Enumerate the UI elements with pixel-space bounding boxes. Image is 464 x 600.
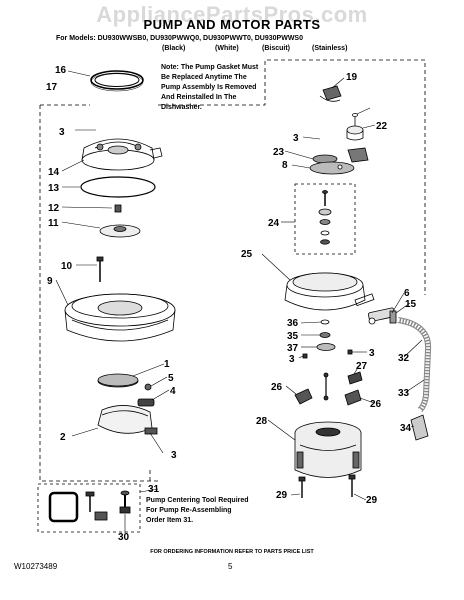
callout-3-right: 3 [293, 133, 299, 144]
part-37 [316, 343, 336, 351]
tool-parts [48, 490, 131, 523]
pump-gasket [90, 70, 144, 90]
callout-29-right: 29 [366, 495, 378, 506]
callout-14: 14 [48, 167, 60, 178]
motor-mount [284, 272, 375, 311]
item-24-box [294, 183, 356, 255]
model-list: For Models: DU930WWSB0, DU930PWWQ0, DU93… [56, 35, 303, 42]
part-5 [144, 383, 152, 391]
color-black: (Black) [162, 45, 186, 52]
callout-1: 1 [164, 359, 170, 370]
callout-5: 5 [168, 373, 174, 384]
color-white: (White) [215, 45, 239, 52]
callout-33: 33 [398, 388, 410, 399]
gasket-note: Note: The Pump Gasket Must Be Replaced A… [161, 64, 259, 111]
callout-35: 35 [287, 331, 299, 342]
callout-32: 32 [398, 353, 410, 364]
color-biscuit: (Biscuit) [262, 45, 290, 52]
callout-26-left: 26 [271, 382, 283, 393]
callout-36: 36 [287, 318, 299, 329]
callout-30: 30 [118, 532, 130, 543]
callout-15: 15 [405, 299, 417, 310]
brackets-26 [294, 371, 363, 406]
callout-25: 25 [241, 249, 253, 260]
callout-37: 37 [287, 343, 299, 354]
motor [294, 421, 362, 478]
chopper-disc [97, 373, 139, 388]
callout-26-right: 26 [370, 399, 382, 410]
callout-8: 8 [282, 160, 288, 171]
part-22 [346, 113, 364, 141]
pump-base [64, 293, 176, 342]
callout-6: 6 [404, 288, 410, 299]
screw-12 [114, 204, 122, 213]
pump-bottom [97, 405, 158, 435]
callout-3-top: 3 [59, 127, 65, 138]
callout-19: 19 [346, 72, 358, 83]
callout-3-lower: 3 [289, 354, 295, 365]
callout-29-left: 29 [276, 490, 288, 501]
callout-12: 12 [48, 203, 60, 214]
pump-housing [81, 138, 163, 171]
callout-34: 34 [400, 423, 412, 434]
part-35 [319, 332, 331, 338]
callout-2: 2 [60, 432, 66, 443]
left-group-boundary [39, 104, 160, 482]
screws-29 [298, 474, 356, 498]
impeller [99, 224, 141, 238]
o-ring [80, 176, 156, 198]
document-number: W10273489 [14, 562, 58, 571]
part-34 [410, 414, 429, 441]
watermark: AppliancePartsPros.com [96, 2, 368, 27]
callout-9: 9 [47, 276, 53, 287]
callout-13: 13 [48, 183, 60, 194]
tool-note: Pump Centering Tool Required For Pump Re… [146, 497, 249, 524]
ordering-info: FOR ORDERING INFORMATION REFER TO PARTS … [150, 549, 314, 555]
hose-fitting [367, 307, 397, 325]
part-36 [320, 319, 330, 325]
callout-31: 31 [148, 484, 160, 495]
part-small-right [347, 147, 369, 163]
callout-24: 24 [268, 218, 280, 229]
callout-23: 23 [273, 147, 285, 158]
screw-10 [96, 256, 104, 282]
callout-4: 4 [170, 386, 176, 397]
latch-19 [319, 85, 342, 102]
callout-22: 22 [376, 121, 388, 132]
callout-27: 27 [356, 361, 368, 372]
part-24 [318, 190, 332, 245]
callout-10: 10 [61, 261, 73, 272]
color-stainless: (Stainless) [312, 45, 348, 52]
right-group-boundary [158, 59, 426, 295]
part-4 [137, 398, 155, 407]
callout-28: 28 [256, 416, 268, 427]
page-title: PUMP AND MOTOR PARTS [143, 17, 321, 32]
page-number: 5 [228, 562, 233, 571]
part-8 [309, 161, 355, 175]
screws-3 [302, 349, 353, 359]
callout-3-mid: 3 [171, 450, 177, 461]
item-30-box [37, 483, 141, 533]
callout-3-lower-right: 3 [369, 348, 375, 359]
callout-16: 16 [55, 65, 67, 76]
callout-11: 11 [48, 218, 59, 229]
callout-17: 17 [46, 82, 58, 93]
